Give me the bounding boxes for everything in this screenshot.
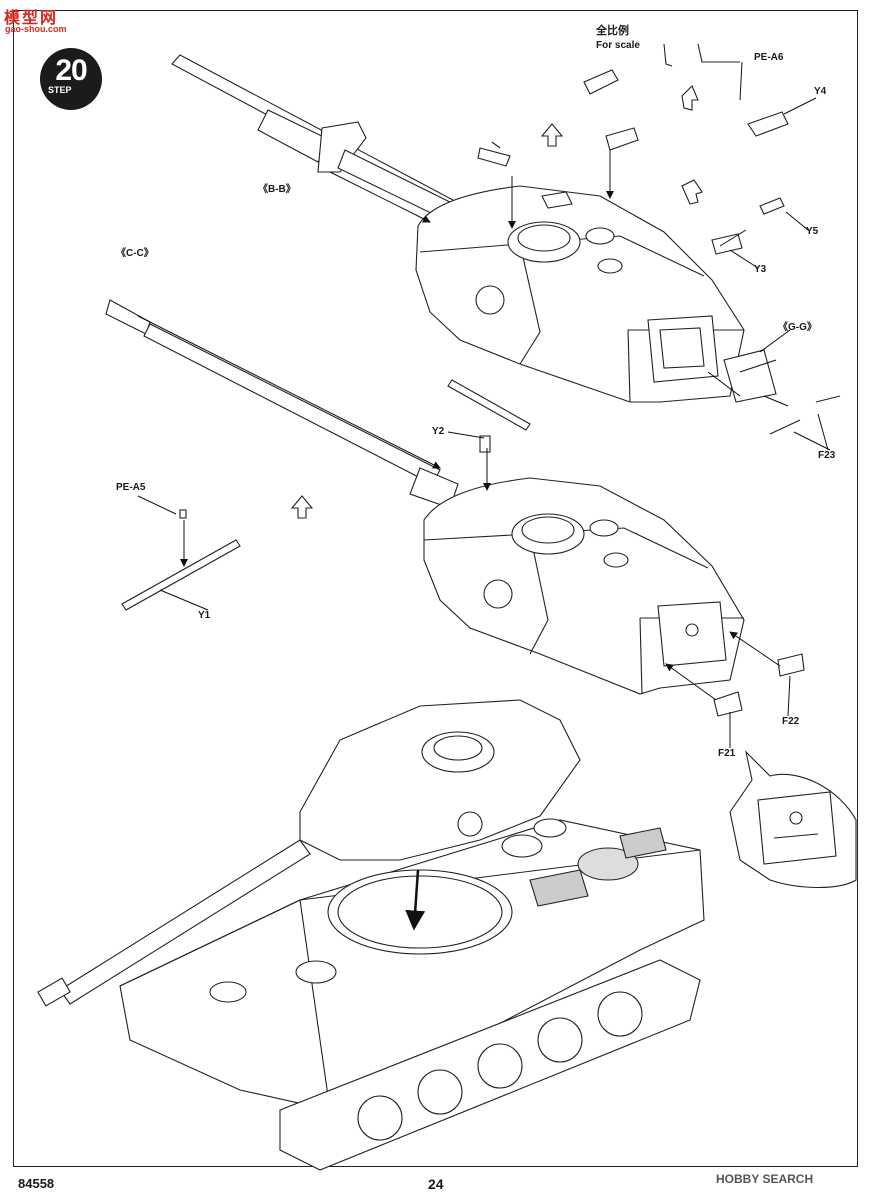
label-y3: Y3 xyxy=(754,264,767,275)
watermark-cn: 模型网 xyxy=(4,8,59,27)
detail-inset-drawing xyxy=(729,750,857,889)
label-pe-a5: PE-A5 xyxy=(116,482,146,493)
label-b-b: 《B-B》 xyxy=(258,184,296,195)
label-y1: Y1 xyxy=(198,610,211,621)
label-c-c: 《C-C》 xyxy=(116,248,154,259)
middle-turret-drawing xyxy=(105,299,745,695)
watermark-en: gao-shou.com xyxy=(5,24,67,34)
source-watermark: HOBBY SEARCH xyxy=(716,1172,814,1186)
upper-turret-drawing xyxy=(171,54,745,403)
step-word: STEP xyxy=(48,85,72,95)
kit-number: 84558 xyxy=(18,1176,55,1191)
label-y5: Y5 xyxy=(806,226,819,237)
label-g-g: 《G-G》 xyxy=(778,322,817,333)
watermark-logo: 模型网 gao-shou.com xyxy=(4,4,70,38)
label-y4: Y4 xyxy=(814,86,827,97)
label-y2: Y2 xyxy=(432,426,445,437)
page-frame xyxy=(13,10,858,1167)
direction-arrows xyxy=(290,85,703,519)
label-pe-a6: PE-A6 xyxy=(754,52,784,63)
label-f23: F23 xyxy=(818,450,836,461)
small-parts xyxy=(121,43,841,717)
step-number: 20 xyxy=(55,54,87,87)
page-number: 24 xyxy=(428,1176,444,1192)
label-f22: F22 xyxy=(782,716,800,727)
scale-note-cn: 全比例 xyxy=(596,24,629,37)
lower-tank-drawing xyxy=(37,699,705,1171)
label-f21: F21 xyxy=(718,748,736,759)
scale-note-en: For scale xyxy=(596,40,640,51)
step-badge: 20 STEP xyxy=(40,48,102,110)
